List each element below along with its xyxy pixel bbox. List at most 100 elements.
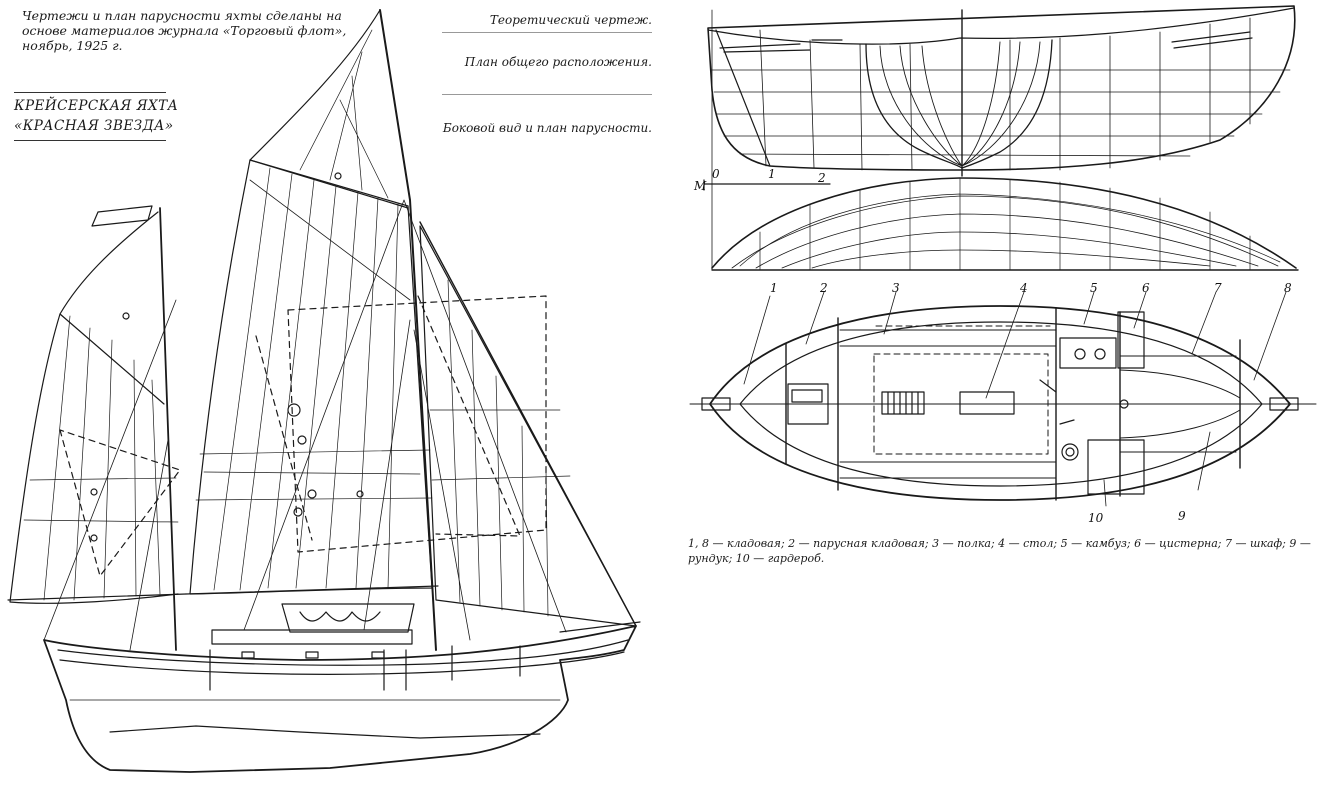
mast-step	[1119, 399, 1129, 409]
callout-3: 3	[892, 281, 900, 295]
porthole-1	[241, 651, 255, 659]
rudder-posts	[209, 645, 521, 691]
body-plan-sections	[879, 41, 1041, 167]
porthole-3	[371, 651, 385, 659]
arrangement-legend: 1, 8 — кладовая; 2 — парусная кладовая; …	[688, 537, 1311, 565]
callout-9: 9	[1178, 509, 1186, 523]
bulkheads	[785, 307, 1241, 501]
half-breadth-stations	[759, 177, 1251, 271]
body-plan-frame	[865, 39, 1053, 169]
station-label-0: 0	[712, 167, 720, 181]
deck-fittings-left	[719, 39, 843, 53]
lines-waterlines	[711, 69, 1291, 157]
sail-mark-6	[334, 172, 342, 180]
callout-1: 1	[770, 281, 778, 295]
mizzen-leech-lines	[23, 315, 179, 601]
callout-7: 7	[1214, 281, 1222, 295]
chain-locker	[791, 389, 823, 403]
mizzen-gaff	[59, 313, 165, 405]
station-label-2: 2	[817, 171, 826, 185]
cabin-trunk	[211, 629, 413, 645]
water-tank	[1117, 311, 1145, 369]
mizzen-topsail-dashed	[59, 429, 181, 577]
head-fixture	[1061, 443, 1079, 461]
bowsprit-fitting	[701, 397, 731, 411]
title-line-2: «КРАСНАЯ ЗВЕЗДА»	[14, 118, 174, 134]
main-balloon-dashed	[255, 295, 547, 553]
lines-sheer	[707, 7, 1295, 45]
stem-rake	[715, 29, 771, 167]
lines-stations	[759, 17, 1251, 171]
callout-4: 4	[1019, 281, 1028, 295]
shrouds	[243, 199, 567, 641]
sail-mark-5	[356, 490, 364, 498]
drawing-list-rule-1	[442, 32, 652, 33]
jib-seams	[429, 279, 571, 617]
keel-line	[109, 725, 541, 739]
lines-profile-outline	[707, 5, 1296, 171]
callout-6: 6	[1142, 281, 1150, 295]
mizzen-flag	[91, 205, 153, 227]
main-sail-seams	[195, 167, 433, 591]
mizzen-sail	[9, 211, 179, 604]
yacht-title: КРЕЙСЕРСКАЯ ЯХТА «КРАСНАЯ ЗВЕЗДА»	[14, 96, 178, 136]
deck-fittings-right	[1171, 31, 1253, 49]
head-fixture-inner	[1065, 447, 1075, 457]
sail-mark-3	[307, 489, 317, 499]
callout-leaders	[743, 291, 1287, 507]
title-rule-top	[14, 92, 166, 93]
callout-8: 8	[1284, 281, 1292, 295]
drawing-list-item-arrangement: План общего расположения.	[464, 55, 652, 69]
main-mast	[379, 9, 437, 651]
sheer-strake	[57, 639, 629, 666]
source-caption: Чертежи и план парусности яхты сделаны н…	[22, 8, 347, 53]
drawing-list-item-sailplan: Боковой вид и план парусности.	[442, 121, 652, 135]
callout-5: 5	[1090, 281, 1098, 295]
lines-plan	[703, 5, 1299, 271]
porthole-2	[305, 651, 319, 659]
arrangement-plan	[689, 291, 1317, 507]
stern-fitting	[1269, 397, 1299, 411]
callout-10: 10	[1088, 511, 1104, 525]
jib-dashed	[417, 295, 521, 537]
cabin-dashed	[873, 325, 1051, 455]
half-breadth-diagonals	[739, 193, 1281, 267]
sheer-strake-2	[59, 651, 625, 675]
mizzen-boom	[7, 593, 187, 601]
berths	[839, 329, 1241, 479]
mizzen-stays	[43, 299, 177, 651]
stove-burner-1	[1074, 348, 1086, 360]
stove-burner-2	[1094, 348, 1106, 360]
sail-plan	[7, 9, 641, 773]
mizzen-mast	[159, 207, 177, 651]
half-breadth-lines	[731, 195, 1279, 269]
drawing-list-item-lines: Теоретический чертеж.	[489, 13, 652, 27]
bowsprit	[559, 621, 641, 633]
lines-plan-labels: М 0 1 2	[693, 167, 826, 193]
arrangement-callouts: 1 2 3 4 5 6 7 8 9 10	[770, 281, 1292, 525]
sail-mark-4	[293, 507, 303, 517]
sail-locker-box	[787, 383, 829, 425]
main-sail	[189, 159, 433, 595]
saloon-table	[959, 391, 1015, 415]
main-reef-points	[203, 179, 421, 475]
lines-baseline	[703, 179, 831, 191]
galley-counter	[1059, 337, 1117, 369]
sail-mark-1	[287, 403, 301, 417]
main-boom	[185, 585, 439, 595]
station-label-1: 1	[768, 167, 776, 181]
title-rule-bottom	[14, 140, 166, 141]
wardrobe	[1087, 439, 1145, 495]
hull-profile	[43, 625, 637, 773]
main-gaff	[249, 159, 409, 209]
sail-mark-9	[122, 312, 130, 320]
half-breadth-outline	[711, 177, 1297, 269]
sail-mark-7	[90, 488, 98, 496]
deck-outline	[709, 305, 1291, 501]
drawing-list-rule-2	[442, 94, 652, 95]
companion-ladder	[881, 391, 925, 415]
midship-label: М	[693, 179, 707, 193]
main-topsail	[249, 9, 409, 207]
sail-mark-2	[297, 435, 307, 445]
